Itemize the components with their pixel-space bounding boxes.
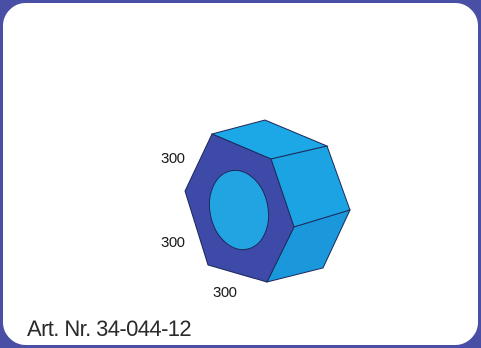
dimension-label-bottom: 300 [213, 284, 237, 301]
article-number: Art. Nr. 34-044-12 [27, 316, 192, 341]
dimension-label-left: 300 [161, 234, 185, 251]
hex-bore-hole [208, 169, 270, 251]
dimension-label-top: 300 [161, 150, 185, 167]
hex-block-illustration: 300 300 300 [161, 119, 351, 301]
